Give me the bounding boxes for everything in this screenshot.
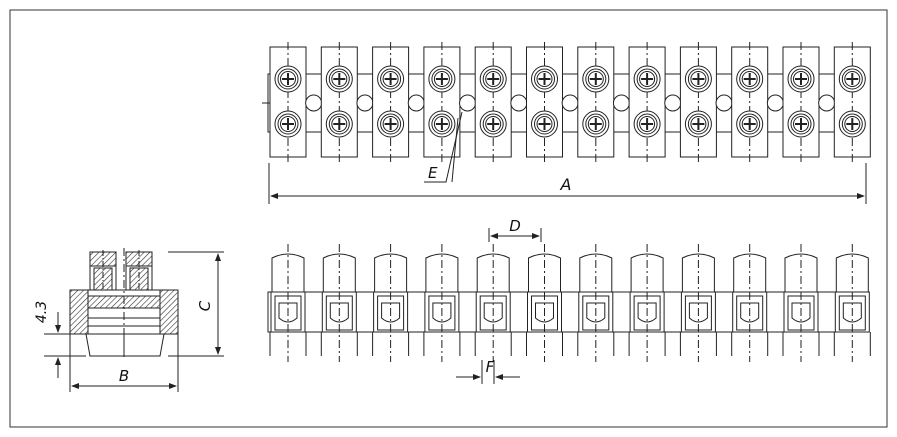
terminal-top: [782, 42, 836, 162]
mounting-hole: [664, 94, 682, 112]
side-view: [69, 248, 179, 360]
mounting-hole: [407, 94, 425, 112]
label-C: C: [196, 300, 214, 311]
label-A: A: [560, 175, 572, 194]
terminal-top: [628, 42, 682, 162]
terminal-front: [320, 244, 358, 362]
mounting-hole: [459, 94, 477, 112]
mounting-hole: [715, 94, 733, 112]
terminal-front: [474, 244, 512, 362]
front-view: [267, 244, 871, 362]
terminal-top: [833, 42, 871, 162]
terminal-front: [782, 244, 820, 362]
label-D: D: [509, 217, 521, 235]
drawing-frame: [9, 9, 888, 428]
mounting-hole: [305, 94, 323, 112]
terminal-front: [577, 244, 615, 362]
terminal-front: [526, 244, 563, 362]
mounting-hole: [766, 94, 784, 112]
terminal-top: [679, 42, 733, 162]
mounting-hole: [561, 94, 579, 112]
label-height-offset: 4.3: [34, 301, 50, 323]
dimension-F: [456, 360, 520, 384]
label-E: E: [428, 164, 438, 182]
terminal-front: [423, 244, 461, 362]
terminal-top: [423, 42, 477, 162]
terminal-top: [577, 42, 630, 162]
dimension-C: [168, 251, 224, 357]
mounting-hole: [356, 94, 374, 112]
terminal-top: [474, 42, 528, 162]
label-B: B: [119, 367, 129, 385]
terminal-top: [320, 42, 374, 162]
terminal-front: [833, 244, 871, 362]
terminal-front: [731, 244, 769, 362]
terminal-top: [372, 42, 425, 162]
dimension-height-offset: [44, 312, 86, 378]
terminal-top: [731, 42, 784, 162]
terminal-top: [269, 42, 323, 162]
terminal-top: [526, 42, 579, 162]
terminal-front: [679, 244, 717, 362]
label-F: F: [486, 358, 495, 376]
mounting-hole: [510, 94, 528, 112]
dimension-B: [69, 334, 179, 392]
top-view: [262, 42, 871, 162]
terminal-front: [269, 244, 307, 362]
leader-E: [424, 111, 463, 183]
mounting-hole: [612, 94, 630, 112]
terminal-front: [628, 244, 666, 362]
terminal-front: [372, 244, 410, 362]
dimension-D: [488, 228, 542, 242]
dimension-A: [268, 163, 867, 204]
mounting-hole: [818, 94, 836, 112]
front-body-strip: [267, 291, 867, 333]
